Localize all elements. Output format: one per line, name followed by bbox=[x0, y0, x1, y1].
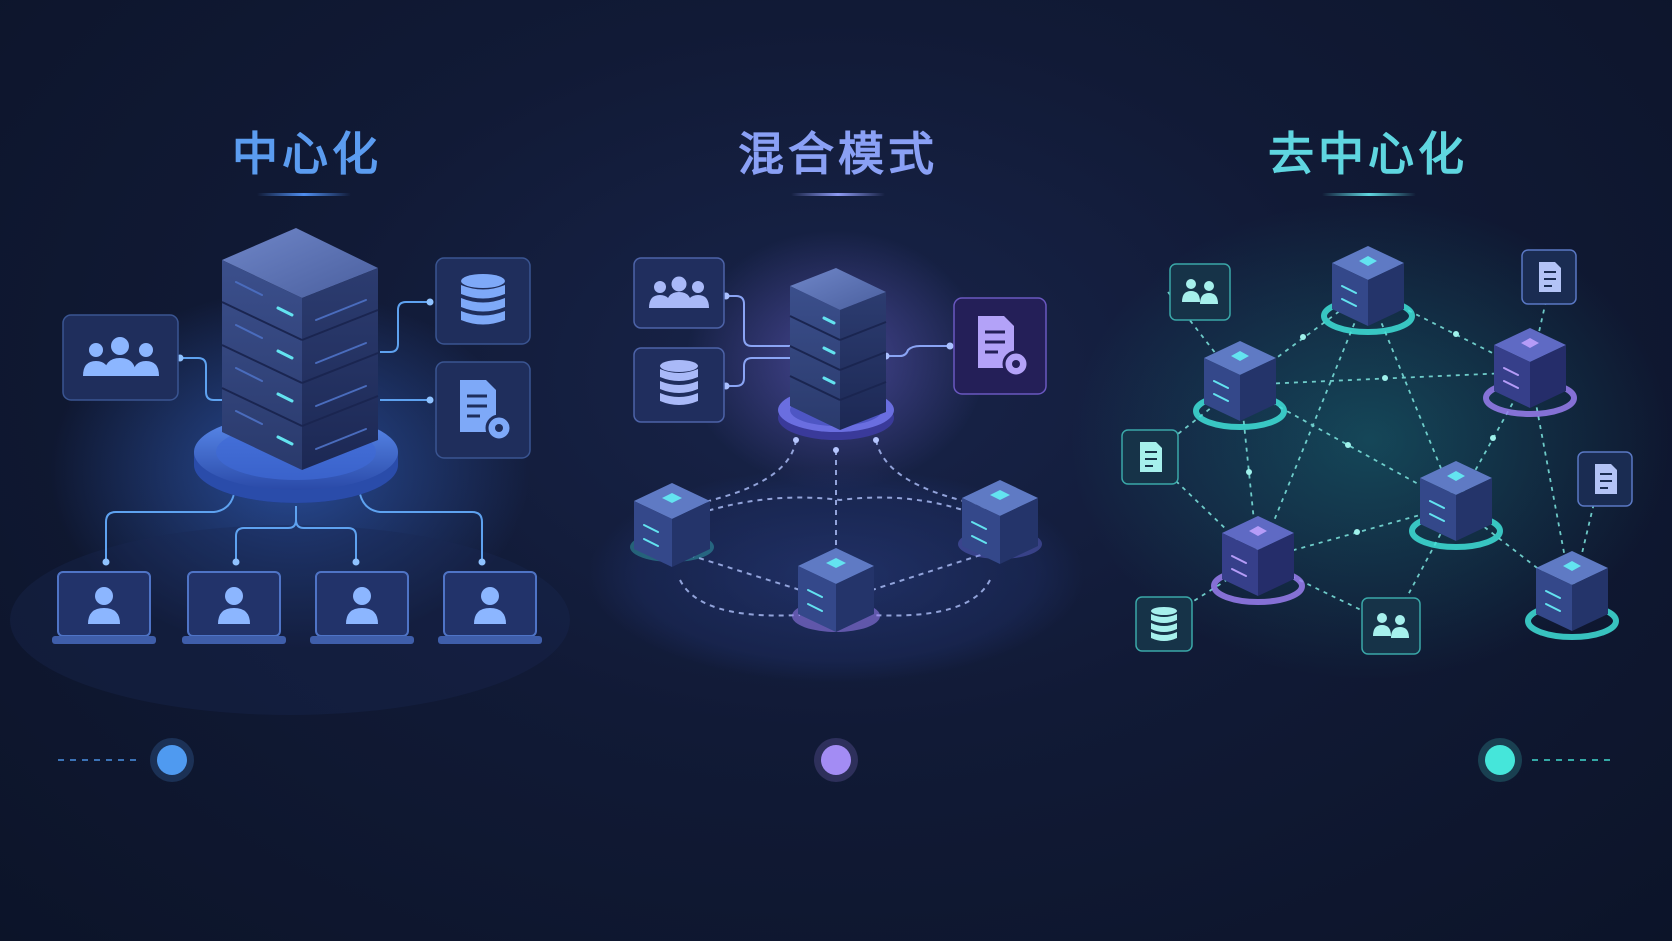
centralized-section bbox=[10, 228, 570, 715]
users-group-icon bbox=[1169, 263, 1231, 321]
server-node-icon bbox=[630, 480, 1042, 632]
database-icon bbox=[1135, 596, 1193, 652]
title-underline-centralized bbox=[257, 193, 351, 196]
laptop-user-icon bbox=[52, 571, 542, 644]
server-icon bbox=[221, 228, 379, 470]
title-hybrid: 混合模式 bbox=[738, 127, 938, 181]
title-centralized: 中心化 bbox=[232, 127, 382, 181]
server-node-icon bbox=[1193, 246, 1619, 640]
spectrum-timeline bbox=[58, 738, 1614, 782]
spectrum-stop-decentralized bbox=[1485, 745, 1515, 775]
document-settings-icon bbox=[953, 297, 1047, 395]
users-group-icon bbox=[633, 257, 725, 329]
users-group-icon bbox=[1361, 597, 1421, 655]
document-icon bbox=[1121, 429, 1179, 485]
database-icon bbox=[633, 347, 725, 423]
title-underline-decentralized bbox=[1322, 193, 1416, 196]
title-decentralized: 去中心化 bbox=[1268, 127, 1468, 181]
decentralized-section bbox=[1070, 200, 1670, 680]
document-icon bbox=[1521, 249, 1577, 305]
users-group-icon bbox=[62, 314, 179, 401]
server-icon bbox=[778, 268, 894, 440]
spectrum-stop-centralized bbox=[157, 745, 187, 775]
spectrum-stop-hybrid bbox=[821, 745, 851, 775]
database-icon bbox=[435, 257, 531, 345]
title-underline-hybrid bbox=[791, 193, 885, 196]
document-settings-icon bbox=[435, 361, 531, 459]
centralized-connections bbox=[105, 301, 483, 562]
document-icon bbox=[1577, 451, 1633, 507]
hybrid-section bbox=[588, 230, 1084, 683]
